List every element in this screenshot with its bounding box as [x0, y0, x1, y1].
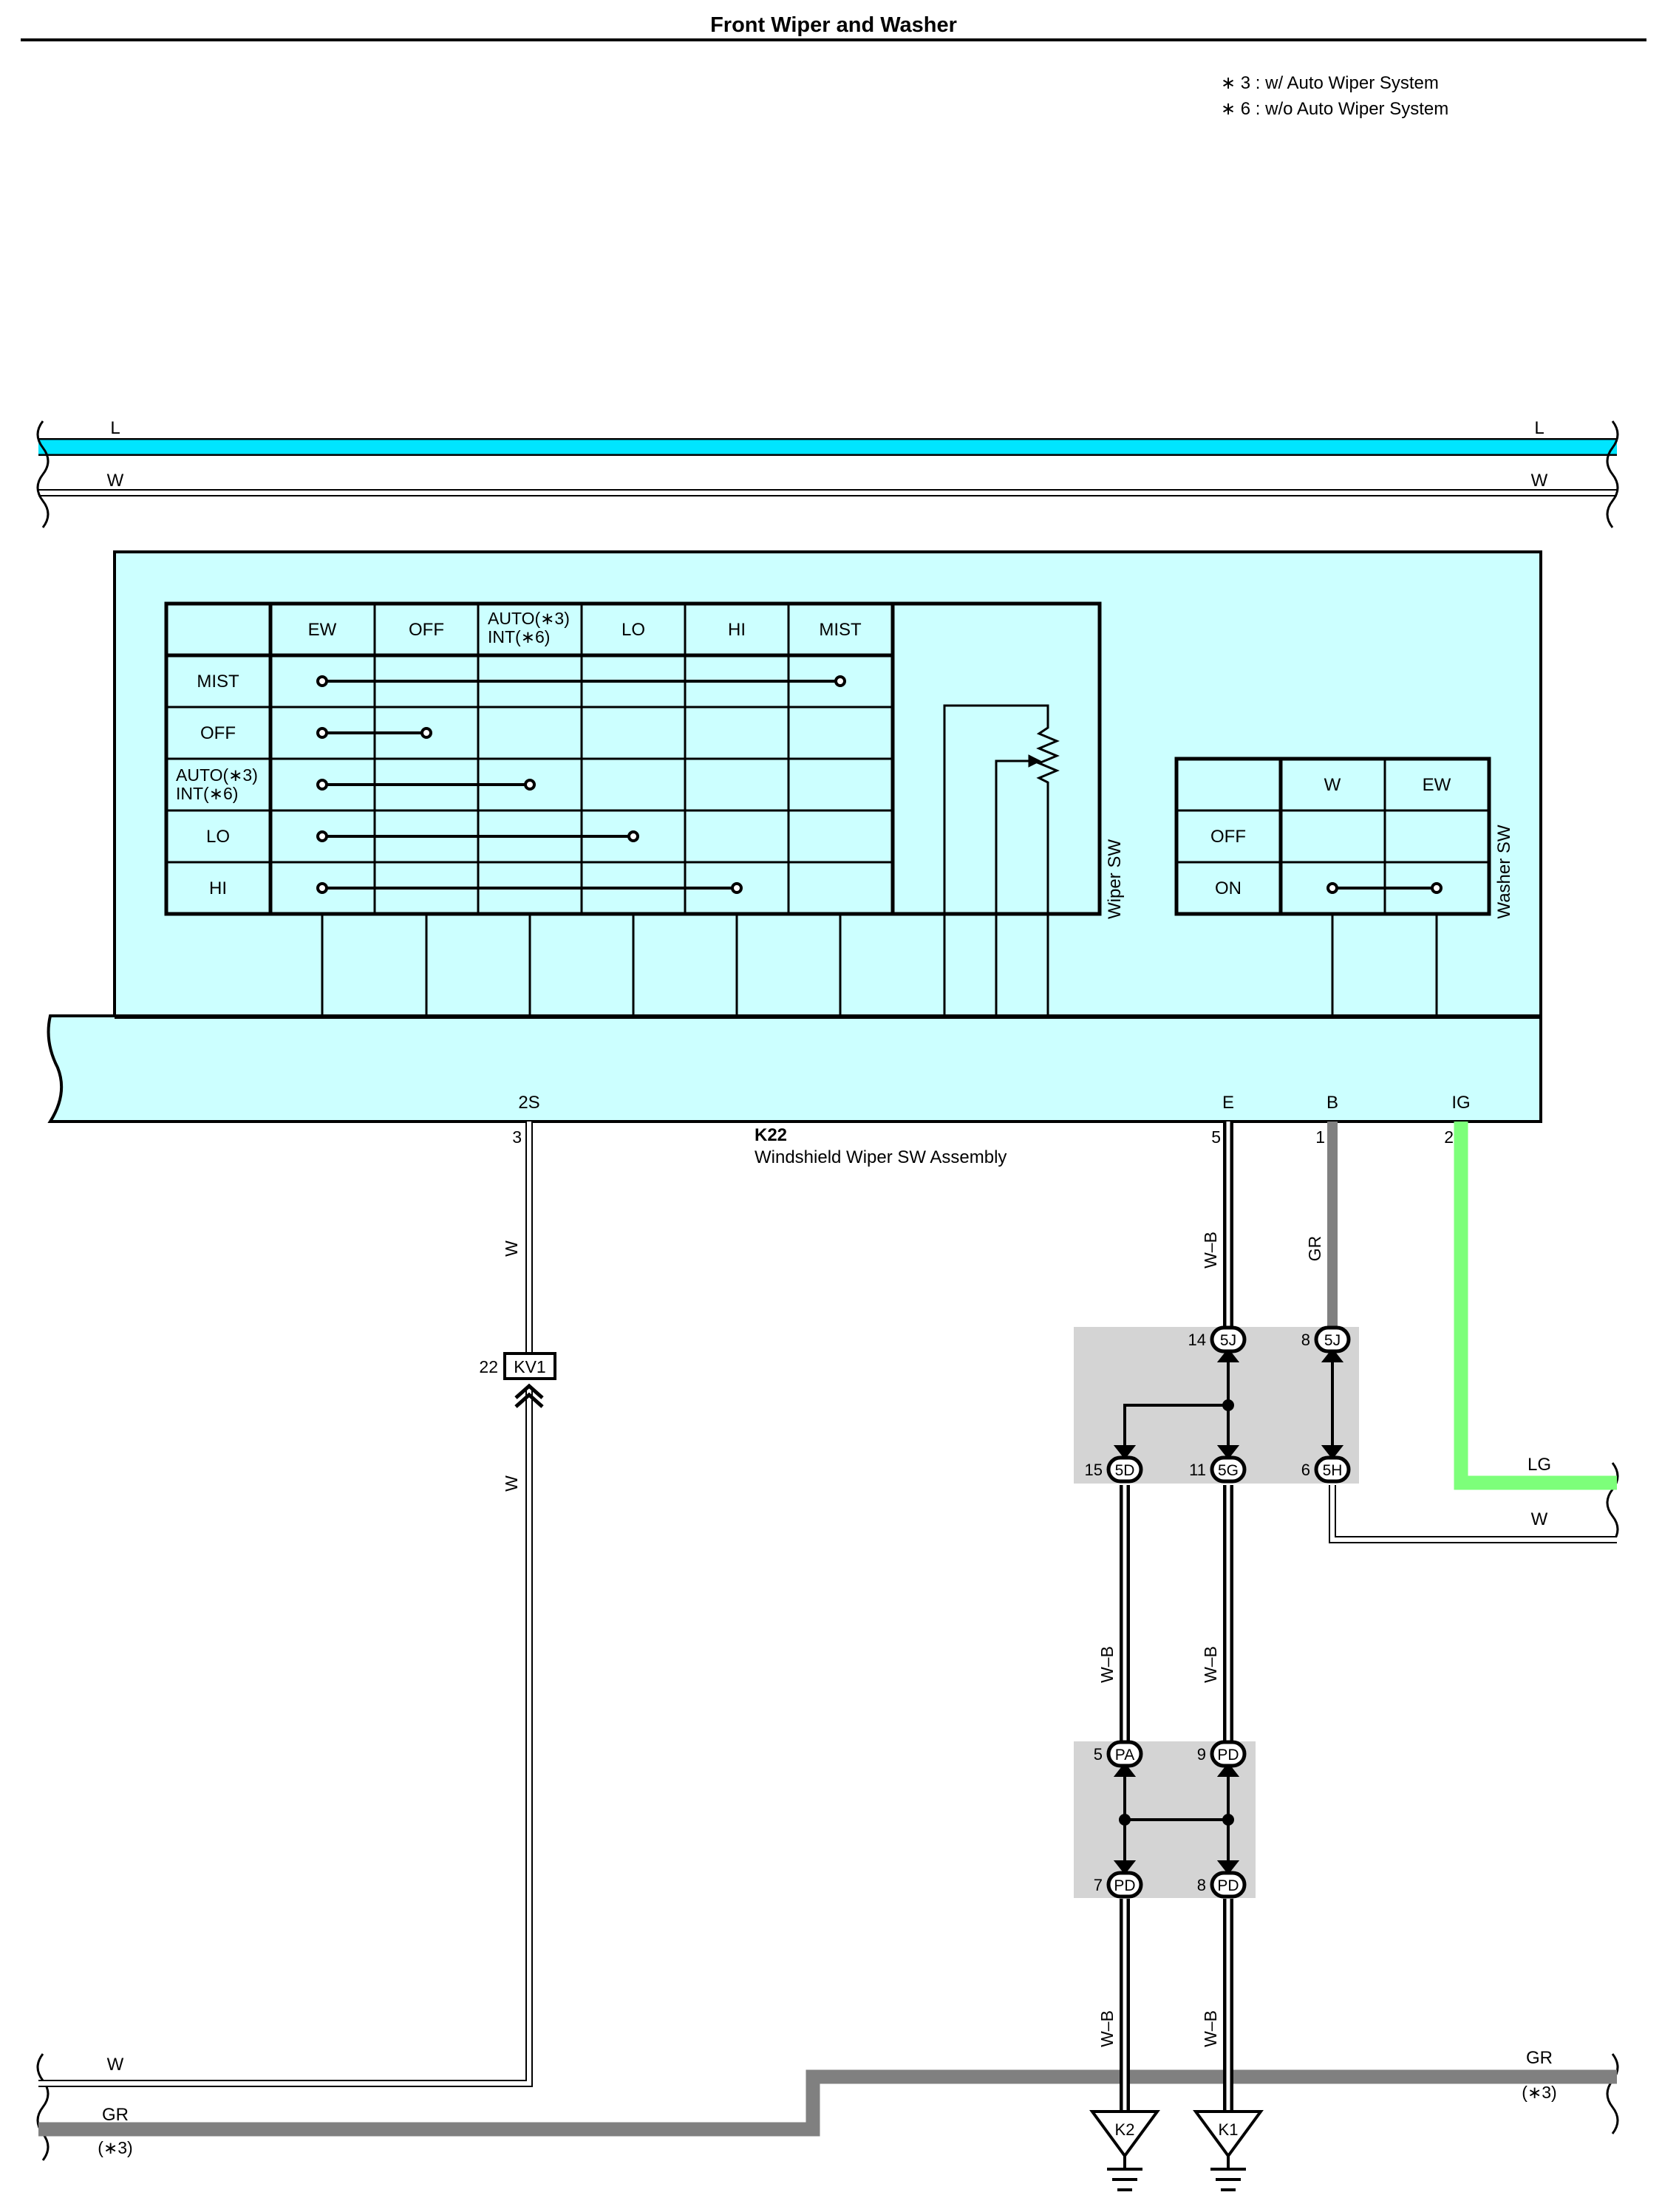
- wiper-col-hi: HI: [728, 620, 746, 640]
- j1-pin-8-code: 5J: [1324, 1332, 1341, 1349]
- wire-label-gr: GR: [1305, 1236, 1324, 1262]
- j1-pin-6-num: 6: [1301, 1461, 1310, 1479]
- wire-w-5h: [1329, 1485, 1617, 1543]
- component-name: Windshield Wiper SW Assembly: [755, 1147, 1007, 1167]
- bottom-wire-w-label: W: [107, 2055, 124, 2075]
- pin-2: 2: [1444, 1127, 1454, 1147]
- washer-col-ew: EW: [1423, 775, 1451, 795]
- j1-pin-11-num: 11: [1189, 1461, 1206, 1479]
- terminal-e: E: [1222, 1093, 1234, 1113]
- wires-w-b-over-gr: [1120, 2054, 1233, 2113]
- top-wire-l-label-right: L: [1534, 418, 1544, 438]
- wiper-col-ew: EW: [308, 620, 337, 640]
- j1-pin-6-code: 5H: [1323, 1462, 1343, 1479]
- wiper-connections: [316, 675, 846, 894]
- washer-sw-matrix: [1174, 757, 1491, 1017]
- note-no-auto-wiper: ∗ 6 : w/o Auto Wiper System: [1221, 99, 1448, 119]
- junction-2-internal: [1113, 1762, 1240, 1875]
- wire-label-w-upper: W: [502, 1240, 521, 1257]
- j2-pin-9-num: 9: [1197, 1745, 1206, 1764]
- wiper-col-mist: MIST: [819, 620, 862, 640]
- diagram-title: Front Wiper and Washer: [710, 13, 957, 37]
- wiper-col-off: OFF: [409, 620, 444, 640]
- wire-label-lg-right: LG: [1528, 1455, 1551, 1475]
- pin-3: 3: [512, 1127, 522, 1147]
- wiper-row-auto: AUTO(∗3): [176, 765, 258, 785]
- connector-kv1-code: KV1: [514, 1357, 545, 1376]
- terminal-2s: 2S: [518, 1093, 539, 1113]
- wiper-sw-matrix: [164, 601, 1102, 1017]
- wiper-row-int: INT(∗6): [176, 784, 238, 803]
- j1-pin-14-code: 5J: [1220, 1332, 1236, 1349]
- j2-pin-7-code: PD: [1114, 1877, 1135, 1894]
- j2-pin-9-code: PD: [1217, 1747, 1239, 1764]
- junction-2-pins: [1106, 1740, 1247, 1899]
- junction-1-internal: [1113, 1348, 1344, 1460]
- wire-w-2s: [38, 1122, 533, 2087]
- wire-break-marks: [36, 420, 1619, 2161]
- top-wire-w-label-right: W: [1531, 471, 1548, 491]
- ground-k2-label: K2: [1115, 2120, 1135, 2139]
- pin-5: 5: [1211, 1127, 1221, 1147]
- bottom-wire-gr-note-left: (∗3): [98, 2138, 132, 2157]
- note-auto-wiper: ∗ 3 : w/ Auto Wiper System: [1221, 73, 1439, 93]
- j2-pin-8-code: PD: [1217, 1877, 1239, 1894]
- wire-label-w-right: W: [1531, 1509, 1548, 1529]
- wire-label-wb-5d: W–B: [1097, 1646, 1117, 1683]
- junction-1-pins: [1106, 1325, 1351, 1484]
- wiper-col-auto: AUTO(∗3): [488, 609, 570, 628]
- j2-pin-8-num: 8: [1197, 1876, 1206, 1894]
- ground-k2: [1089, 2110, 1160, 2191]
- component-code: K22: [755, 1125, 787, 1145]
- j1-pin-14-num: 14: [1188, 1331, 1206, 1349]
- ground-k1: [1193, 2110, 1264, 2191]
- washer-row-off: OFF: [1210, 827, 1246, 847]
- bottom-wire-gr-note-right: (∗3): [1522, 2083, 1556, 2102]
- wires-w-b: [1120, 1122, 1233, 2113]
- bottom-wire-gr-label-right: GR: [1526, 2048, 1553, 2068]
- j1-pin-11-code: 5G: [1218, 1462, 1239, 1479]
- wiper-row-mist: MIST: [197, 672, 239, 692]
- bottom-wire-gr-label-left: GR: [102, 2105, 129, 2125]
- washer-connection-dots: [1326, 882, 1443, 894]
- washer-row-on: ON: [1215, 878, 1242, 898]
- terminal-ig: IG: [1451, 1093, 1470, 1113]
- washer-sw-label: Washer SW: [1494, 825, 1514, 918]
- wiper-row-hi: HI: [209, 878, 227, 898]
- wire-label-w-lower: W: [502, 1475, 521, 1492]
- wiper-col-lo: LO: [621, 620, 645, 640]
- wiper-row-lo: LO: [206, 827, 230, 847]
- wire-label-wb-k1: W–B: [1201, 2010, 1220, 2047]
- wire-label-wb-k2: W–B: [1097, 2010, 1117, 2047]
- j2-pin-5-num: 5: [1094, 1745, 1103, 1764]
- connector-kv1-pin: 22: [479, 1357, 498, 1376]
- ground-k1-label: K1: [1219, 2120, 1239, 2139]
- j2-pin-5-code: PA: [1115, 1747, 1134, 1764]
- wiper-col-int: INT(∗6): [488, 627, 550, 646]
- j1-pin-8-num: 8: [1301, 1331, 1310, 1349]
- j1-pin-15-code: 5D: [1115, 1462, 1135, 1479]
- wire-lg-ig: [1454, 1122, 1617, 1490]
- washer-col-w: W: [1324, 775, 1341, 795]
- wire-gr-bottom: [38, 2069, 1617, 2137]
- component-k22: [47, 550, 1542, 1123]
- j1-pin-15-num: 15: [1085, 1461, 1103, 1479]
- wiper-sw-label: Wiper SW: [1105, 839, 1125, 919]
- wiper-row-off: OFF: [200, 723, 236, 743]
- wire-label-wb-e: W–B: [1201, 1232, 1220, 1269]
- j2-pin-7-num: 7: [1094, 1876, 1103, 1894]
- wire-label-wb-5g: W–B: [1201, 1646, 1220, 1683]
- connector-kv1: [503, 1352, 556, 1408]
- top-wire-w-label-left: W: [107, 471, 124, 491]
- top-wire-l-label-left: L: [110, 418, 120, 438]
- terminal-b: B: [1326, 1093, 1338, 1113]
- pin-1: 1: [1315, 1127, 1325, 1147]
